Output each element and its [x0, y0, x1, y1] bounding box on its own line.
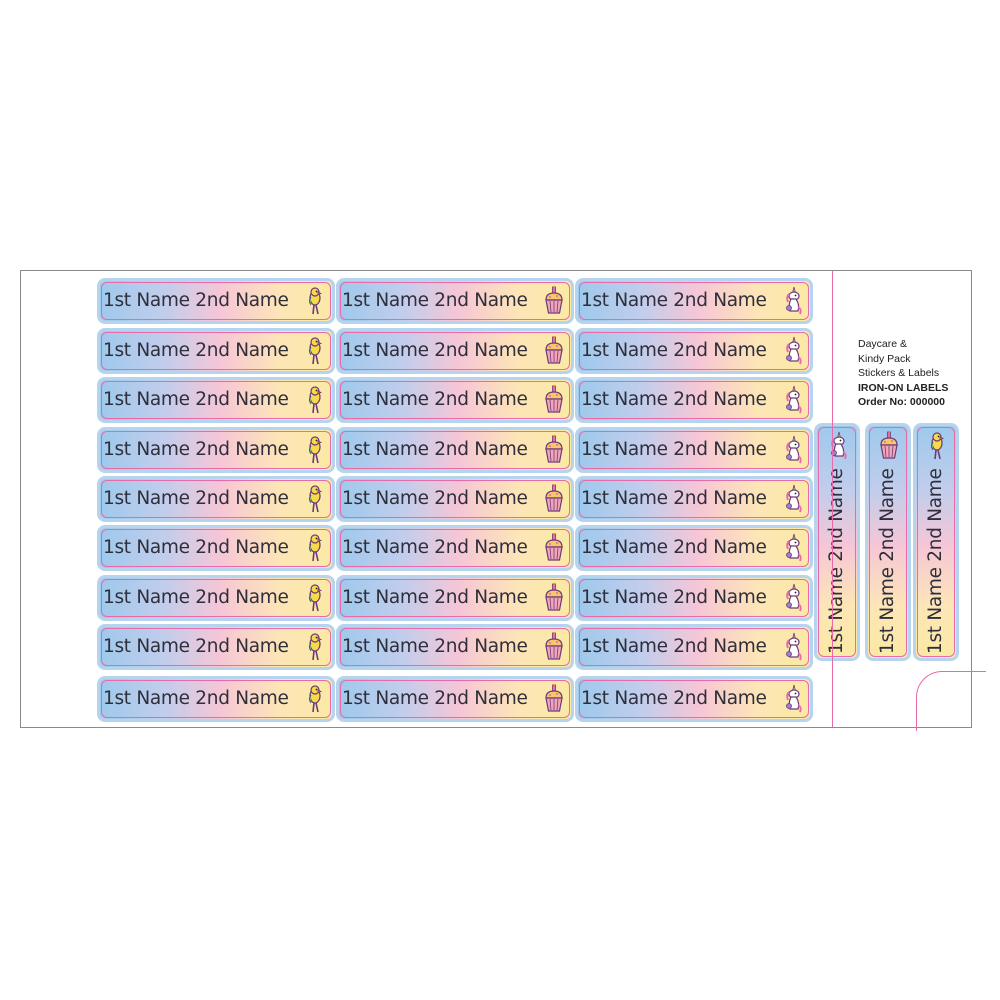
parrot-icon [304, 582, 326, 614]
label-name-text: 1st Name 2nd Name [581, 389, 767, 410]
info-line-type: IRON-ON LABELS [858, 381, 949, 394]
label-name-text: 1st Name 2nd Name [342, 439, 528, 460]
name-label: 1st Name 2nd Name [575, 476, 813, 522]
parrot-icon [304, 532, 326, 564]
vertical-name-label: 1st Name 2nd Name [814, 423, 860, 661]
name-label: 1st Name 2nd Name [575, 377, 813, 423]
label-name-text: 1st Name 2nd Name [581, 340, 767, 361]
cupcake-icon [543, 683, 565, 715]
cupcake-icon [543, 532, 565, 564]
label-name-text: 1st Name 2nd Name [581, 688, 767, 709]
info-line-kindy: Kindy Pack [858, 352, 911, 365]
parrot-icon [304, 434, 326, 466]
name-label: 1st Name 2nd Name [97, 427, 335, 473]
label-name-text: 1st Name 2nd Name [581, 587, 767, 608]
name-label: 1st Name 2nd Name [97, 624, 335, 670]
name-label: 1st Name 2nd Name [336, 278, 574, 324]
label-name-text: 1st Name 2nd Name [342, 537, 528, 558]
parrot-icon [304, 335, 326, 367]
unicorn-icon [782, 532, 804, 564]
name-label: 1st Name 2nd Name [97, 377, 335, 423]
name-label: 1st Name 2nd Name [336, 575, 574, 621]
name-label: 1st Name 2nd Name [575, 575, 813, 621]
parrot-icon [304, 285, 326, 317]
label-name-text: 1st Name 2nd Name [342, 587, 528, 608]
label-name-text: 1st Name 2nd Name [581, 636, 767, 657]
label-name-text: 1st Name 2nd Name [581, 537, 767, 558]
parrot-icon [926, 430, 948, 460]
label-name-text: 1st Name 2nd Name [103, 389, 289, 410]
parrot-icon [304, 483, 326, 515]
cupcake-icon [878, 430, 900, 460]
name-label: 1st Name 2nd Name [575, 676, 813, 722]
name-label: 1st Name 2nd Name [97, 328, 335, 374]
label-name-text: 1st Name 2nd Name [103, 290, 289, 311]
label-name-text: 1st Name 2nd Name [103, 587, 289, 608]
order-number: Order No: 000000 [858, 396, 945, 408]
cupcake-icon [543, 483, 565, 515]
label-name-text: 1st Name 2nd Name [103, 537, 289, 558]
name-label: 1st Name 2nd Name [575, 278, 813, 324]
cupcake-icon [543, 384, 565, 416]
name-label: 1st Name 2nd Name [97, 575, 335, 621]
info-line-stickers: Stickers & Labels [858, 367, 940, 379]
label-name-text: 1st Name 2nd Name [581, 290, 767, 311]
cupcake-icon [543, 582, 565, 614]
unicorn-icon [782, 384, 804, 416]
cupcake-icon [543, 285, 565, 317]
name-label: 1st Name 2nd Name [336, 525, 574, 571]
unicorn-icon [782, 582, 804, 614]
label-name-text: 1st Name 2nd Name [342, 389, 528, 410]
name-label: 1st Name 2nd Name [336, 328, 574, 374]
name-label: 1st Name 2nd Name [336, 476, 574, 522]
unicorn-icon [782, 335, 804, 367]
label-sheet: 1st Name 2nd Name 1st Name 2nd Name 1st Na… [20, 270, 986, 731]
name-label: 1st Name 2nd Name [575, 525, 813, 571]
name-label: 1st Name 2nd Name [336, 676, 574, 722]
parrot-icon [304, 683, 326, 715]
label-name-text: 1st Name 2nd Name [342, 340, 528, 361]
unicorn-icon [782, 483, 804, 515]
unicorn-icon [782, 434, 804, 466]
label-name-text: 1st Name 2nd Name [342, 290, 528, 311]
cupcake-icon [543, 335, 565, 367]
name-label: 1st Name 2nd Name [97, 525, 335, 571]
vertical-name-label: 1st Name 2nd Name [913, 423, 959, 661]
info-text: Daycare & Kindy Pack Stickers & Labels I… [858, 337, 978, 410]
name-label: 1st Name 2nd Name [97, 278, 335, 324]
info-line-pack: Daycare & [858, 338, 908, 350]
unicorn-icon [782, 285, 804, 317]
cupcake-icon [543, 631, 565, 663]
name-label: 1st Name 2nd Name [97, 676, 335, 722]
name-label: 1st Name 2nd Name [575, 328, 813, 374]
name-label: 1st Name 2nd Name [336, 427, 574, 473]
label-name-text: 1st Name 2nd Name [342, 688, 528, 709]
label-name-text: 1st Name 2nd Name [342, 488, 528, 509]
unicorn-icon [782, 683, 804, 715]
label-name-text: 1st Name 2nd Name [581, 439, 767, 460]
cut-line-curve [916, 671, 986, 731]
name-label: 1st Name 2nd Name [336, 377, 574, 423]
label-grid: 1st Name 2nd Name 1st Name 2nd Name 1st Na… [21, 271, 971, 727]
info-panel: Daycare & Kindy Pack Stickers & Labels I… [832, 271, 972, 727]
label-name-text: 1st Name 2nd Name [342, 636, 528, 657]
label-name-text: 1st Name 2nd Name [103, 688, 289, 709]
label-name-text: 1st Name 2nd Name [581, 488, 767, 509]
label-name-text: 1st Name 2nd Name [103, 488, 289, 509]
label-name-text: 1st Name 2nd Name [103, 439, 289, 460]
name-label: 1st Name 2nd Name [575, 427, 813, 473]
parrot-icon [304, 631, 326, 663]
cupcake-icon [543, 434, 565, 466]
name-label: 1st Name 2nd Name [97, 476, 335, 522]
label-name-text: 1st Name 2nd Name [103, 636, 289, 657]
name-label: 1st Name 2nd Name [336, 624, 574, 670]
label-name-text: 1st Name 2nd Name [103, 340, 289, 361]
name-label: 1st Name 2nd Name [575, 624, 813, 670]
vertical-name-label: 1st Name 2nd Name [865, 423, 911, 661]
unicorn-icon [782, 631, 804, 663]
parrot-icon [304, 384, 326, 416]
